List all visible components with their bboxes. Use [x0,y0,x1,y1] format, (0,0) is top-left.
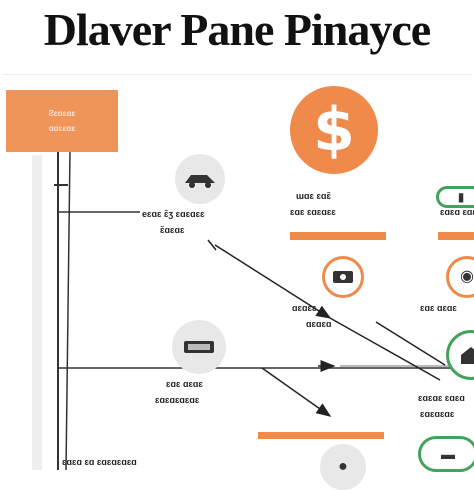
dollar-circle: $ [290,86,378,174]
house-icon [461,347,474,364]
right-top-icon: ▮ [457,190,465,204]
device-icon [184,341,214,353]
car-node-label-2: ɛ̃ɑɛɑɛ [160,225,185,235]
device-node [172,320,226,374]
right-top-bar [438,232,474,240]
top-left-box-line1: Ƨɛɑɛɑɛ [48,109,76,118]
camera-icon: ◉ [460,268,474,285]
bill-node-bar [290,232,386,240]
wallet-icon: ▬ [441,446,455,462]
house-node-label-2: ɛɑɛɑɛɑɛ [420,409,455,419]
dollar-icon: $ [313,95,355,165]
connector-lines [32,149,474,471]
bottom-node: ● [320,444,366,490]
bottom-right-node: ▬ [418,436,474,472]
car-node [175,154,225,204]
device-node-label-2: ɛɑɛɑɛɑɛɑɛ [155,395,200,405]
car-icon [185,175,215,188]
top-left-box-line2: ɑɑɛɛɑɛ [48,124,76,133]
vertical-rail-2 [65,149,71,471]
cash-node [322,256,364,298]
bottom-bar [258,432,384,439]
cash-icon [333,271,353,283]
device-node-label-1: ɛɑɛ ɑɛɑɛ [166,379,203,389]
vertical-rail-light [32,155,42,470]
bottom-left-label: ɛɑɛɑ ɛɑ ɛɑɛɑɛɑɛɑ [62,457,137,467]
cash-node-label-2: ɑɛɑɛɑ [306,319,332,329]
bill-node-label-2: ɛɑɛ ɛɑɛɑɛɛ [290,207,336,217]
cash-node-label-1: ɑɛɑɛɛ [292,303,317,313]
small-arrow-2 [207,239,217,251]
diagonal-line-2 [329,317,441,381]
house-node-label-1: ɛɑɛɑɛ ɛɑɛɑ [418,393,465,403]
diagonal-arrow-3 [261,367,332,417]
top-left-box: Ƨɛɑɛɑɛ ɑɑɛɛɑɛ [6,90,118,152]
diagonal-arrow-1 [214,244,332,319]
coins-icon: ● [338,458,348,475]
diagonal-line-4 [375,321,446,366]
car-node-label-1: eɛɑɛ ɛ̃ʒ ɛɑɛɑɛɛ [142,209,205,219]
right-top-node: ▮ [436,186,474,208]
diagram-title: Dlaver Pane Pinayce [43,4,431,55]
bill-node-label-1: ɯɑɛ ɛɑɛ̃ [296,191,331,201]
right-middle-node: ◉ [446,256,474,298]
right-middle-label: ɛɑɛ ɑɛɑɛ [420,303,457,313]
right-top-label: ɛɑɛɑ ɛɑɛɑɛ [440,207,474,217]
